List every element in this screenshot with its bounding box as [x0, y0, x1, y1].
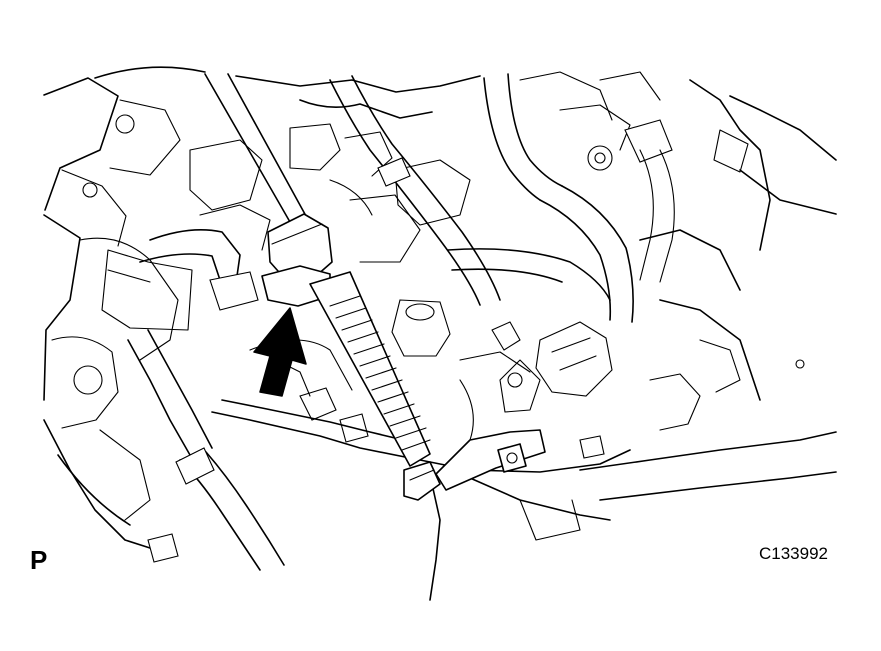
coolant-hoses: [127, 73, 675, 571]
arrow-up-icon: [253, 307, 307, 397]
body-panel: [579, 79, 837, 501]
transmission-control-cable: [204, 73, 546, 501]
cable-end-clip: [403, 429, 546, 501]
cable-corrugated-boot: [329, 295, 431, 451]
engine-block-outline: [43, 66, 206, 549]
upper-components: [189, 71, 631, 263]
illustration-id: C133992: [759, 544, 829, 563]
view-code-label: P: [30, 545, 48, 575]
brackets-and-bolts: [101, 71, 661, 563]
